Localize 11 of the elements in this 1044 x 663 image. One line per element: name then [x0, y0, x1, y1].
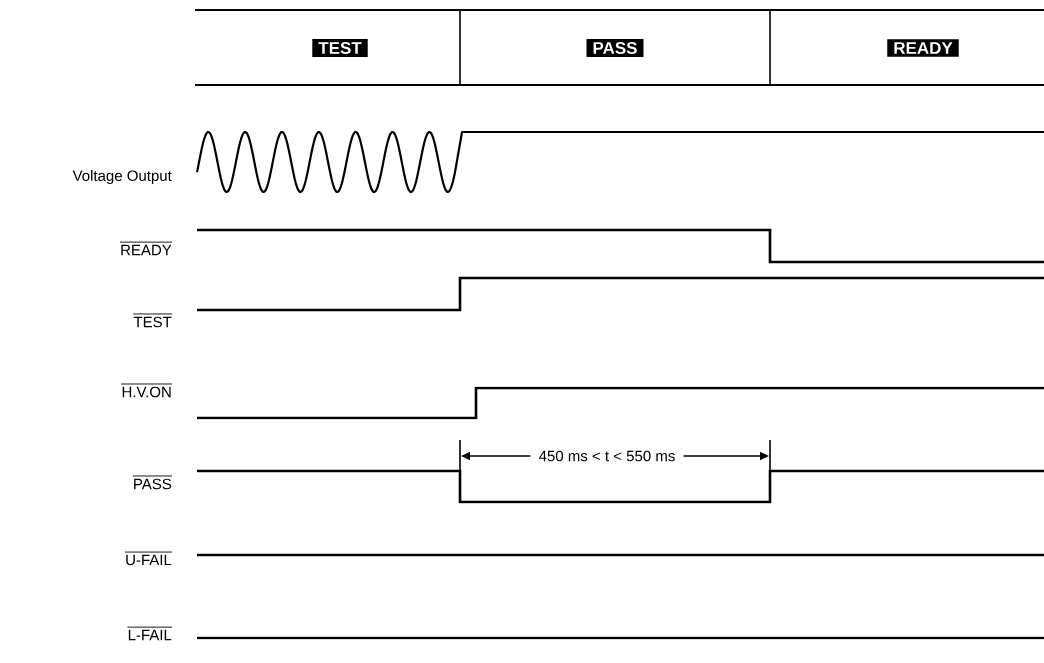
signal-name: PASS — [132, 475, 173, 490]
phase-badge: TEST — [312, 39, 368, 57]
signal-name: TEST — [132, 313, 173, 328]
signal-name: READY — [119, 241, 173, 256]
signal-name: U-FAIL — [124, 551, 173, 566]
phase-badge: PASS — [586, 39, 644, 57]
dimension-text: 450 ms < t < 550 ms — [539, 450, 675, 462]
signal-name: H.V.ON — [120, 383, 173, 398]
signal-name: L-FAIL — [126, 626, 173, 641]
phase-badge: READY — [887, 39, 959, 57]
signal-name: Voltage Output — [72, 170, 172, 184]
